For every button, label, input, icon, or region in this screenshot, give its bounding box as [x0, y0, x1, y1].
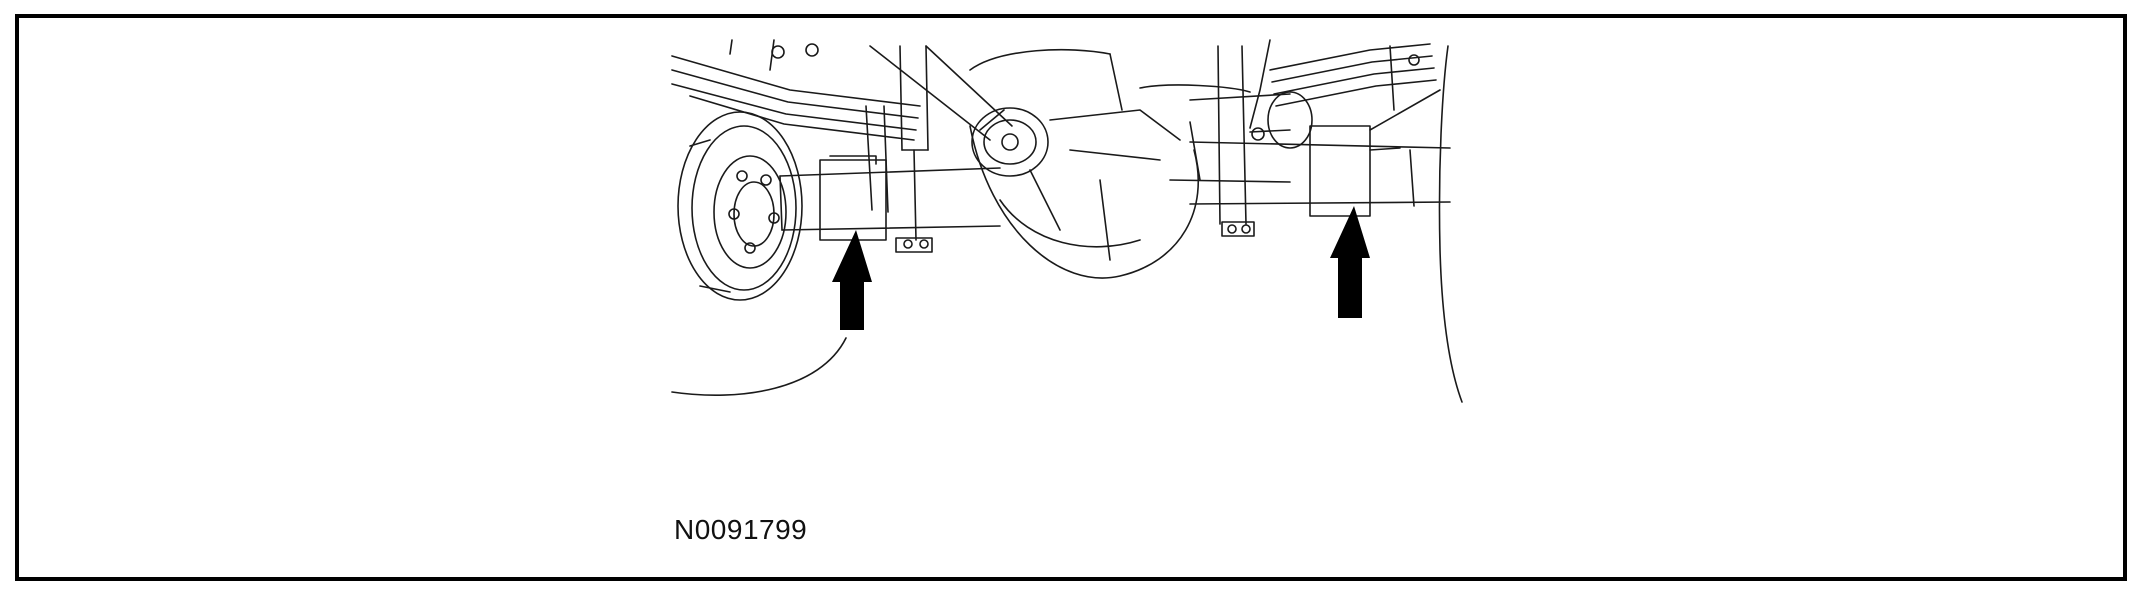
right-shock-mount — [1189, 39, 1313, 237]
left-shock-mount — [865, 45, 933, 253]
right-axle-tube — [1189, 125, 1451, 217]
figure-frame — [15, 14, 2127, 581]
rear-axle-illustration — [671, 39, 1463, 403]
left-brake-drum — [677, 111, 803, 301]
right-body-outline — [1438, 45, 1463, 403]
differential-housing — [969, 48, 1291, 279]
left-leaf-spring — [671, 39, 921, 141]
left-axle-tube — [779, 155, 1001, 241]
figure-id-label: N0091799 — [674, 514, 808, 545]
left-pointer-arrow — [832, 230, 872, 330]
right-pointer-arrow — [1330, 206, 1370, 318]
right-leaf-spring — [1269, 43, 1441, 131]
tire-outline-arc — [671, 337, 847, 397]
drive-shaft — [869, 45, 1013, 141]
